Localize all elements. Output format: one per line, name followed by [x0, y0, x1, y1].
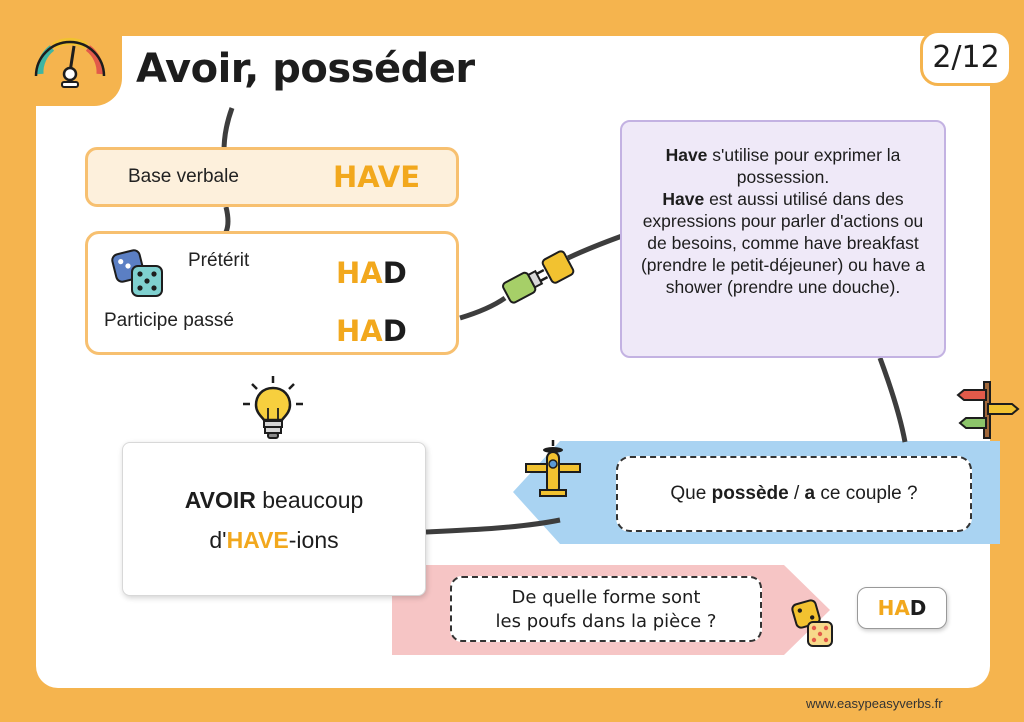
question-1-box: Que possède / a ce couple ? — [616, 456, 972, 532]
tip-strong: AVOIR — [184, 487, 256, 513]
base-form-value: HAVE — [333, 160, 420, 194]
answer-highlight: HA — [877, 596, 910, 620]
preterit-label: Prétérit — [188, 250, 250, 271]
page-title: Avoir, posséder — [136, 46, 475, 92]
dice-pair-icon — [791, 599, 833, 647]
answer-rest: D — [909, 596, 927, 620]
signpost-icon — [956, 381, 1020, 439]
participle-label: Participe passé — [104, 310, 234, 331]
answer-box: HAD — [857, 587, 947, 629]
participle-value: HAD — [336, 314, 407, 348]
q1-text-after: ce couple ? — [815, 483, 918, 504]
q1-text-mid: / — [788, 483, 805, 504]
preterit-value-rest: D — [382, 256, 407, 290]
tip-highlight: HAVE — [226, 527, 289, 553]
airplane-icon — [525, 440, 581, 497]
info-text-1: s'utilise pour exprimer la possession. — [707, 145, 901, 187]
info-word-2: Have — [662, 189, 705, 209]
footer-url: www.easypeasyverbs.fr — [806, 696, 943, 711]
base-form-label: Base verbale — [128, 166, 239, 187]
lightbulb-icon — [243, 376, 303, 439]
page-indicator: 2/12 — [920, 30, 1012, 86]
participle-value-highlight: HA — [336, 314, 383, 348]
info-text-2: est aussi utilisé dans des expressions p… — [640, 189, 926, 297]
speedometer-icon — [34, 37, 106, 88]
q1-text-before: Que — [670, 483, 712, 504]
info-word-1: Have — [665, 145, 708, 165]
usage-info-box: Have s'utilise pour exprimer la possessi… — [620, 120, 946, 358]
dice-icon — [111, 249, 163, 297]
preterit-value: HAD — [336, 256, 407, 290]
tip-text-2: -ions — [288, 527, 339, 553]
q2-line-1: De quelle forme sont — [511, 587, 701, 608]
q1-bold-2: a — [804, 483, 816, 504]
tip-text-1: beaucoup — [255, 487, 364, 513]
mnemonic-tip-box: AVOIR beaucoup d'HAVE-ions — [122, 442, 426, 596]
q2-line-2: les poufs dans la pièce ? — [495, 611, 717, 632]
preterit-value-highlight: HA — [336, 256, 383, 290]
question-2-box: De quelle forme sont les poufs dans la p… — [450, 576, 762, 642]
q1-bold-1: possède — [711, 483, 789, 504]
participle-value-rest: D — [382, 314, 407, 348]
tip-prefix: d' — [209, 527, 227, 553]
plug-icon — [502, 250, 575, 304]
base-form-box: Base verbale HAVE — [85, 147, 459, 207]
